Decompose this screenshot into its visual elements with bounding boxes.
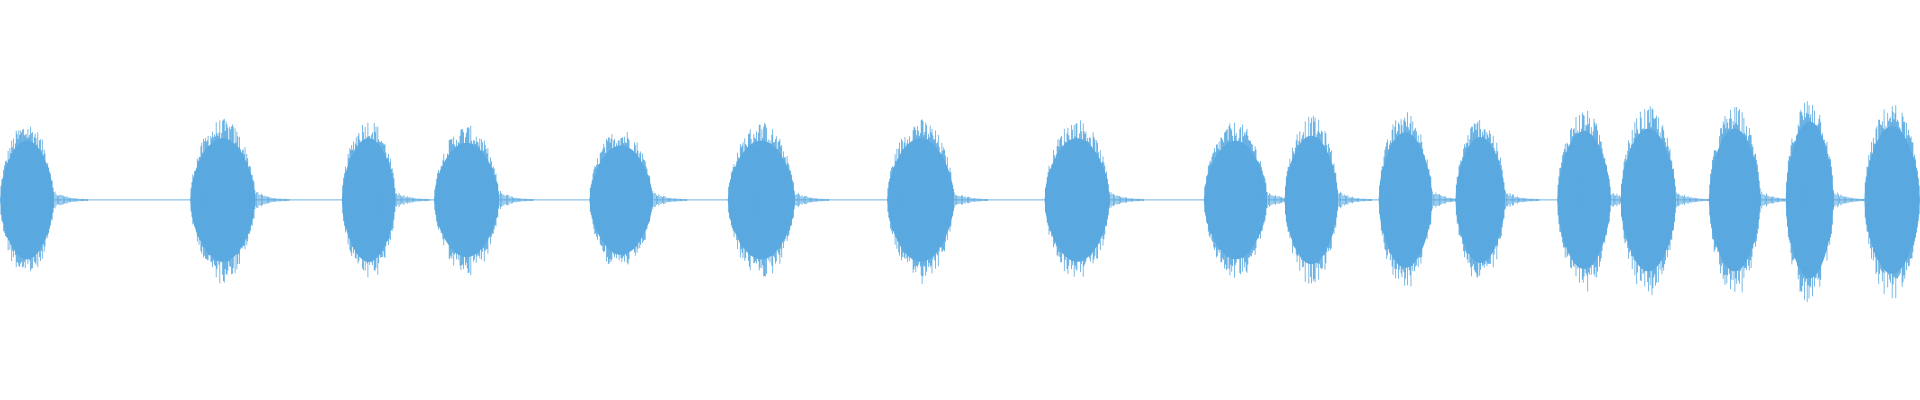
waveform-burst-tail — [652, 190, 687, 210]
waveform-burst-texture — [1045, 120, 1110, 277]
waveform-burst-tail — [53, 191, 88, 209]
waveform-burst-texture — [1864, 105, 1920, 299]
waveform-burst-texture — [342, 122, 396, 278]
waveform-burst-tail — [395, 192, 430, 208]
waveform-burst-texture — [589, 132, 653, 265]
waveform-burst-texture — [0, 126, 54, 271]
waveform-burst-tail — [1337, 191, 1373, 209]
waveform-burst-tail — [498, 191, 534, 209]
waveform-burst-texture — [1285, 116, 1338, 284]
waveform-burst-tail — [1833, 192, 1868, 208]
waveform-burst-tail — [1504, 191, 1540, 209]
waveform-burst-tail — [255, 191, 290, 209]
waveform-burst-texture — [887, 119, 954, 284]
waveform-burst-texture — [1621, 106, 1676, 295]
waveform-burst-texture — [728, 123, 795, 277]
waveform-burst-texture — [1379, 112, 1433, 287]
waveform-burst-tail — [1675, 192, 1711, 208]
waveform-burst-texture — [1557, 110, 1611, 292]
waveform-burst-texture — [190, 118, 256, 284]
waveform-burst-tail — [1109, 192, 1144, 208]
waveform-burst-texture — [434, 125, 500, 276]
waveform-burst-texture — [1455, 120, 1506, 278]
waveform-burst-tail — [794, 193, 829, 207]
waveform-burst-texture — [1709, 107, 1761, 293]
waveform-burst-tail — [953, 192, 989, 208]
waveform-burst-texture — [1204, 122, 1268, 278]
waveform-burst-texture — [1786, 101, 1834, 302]
